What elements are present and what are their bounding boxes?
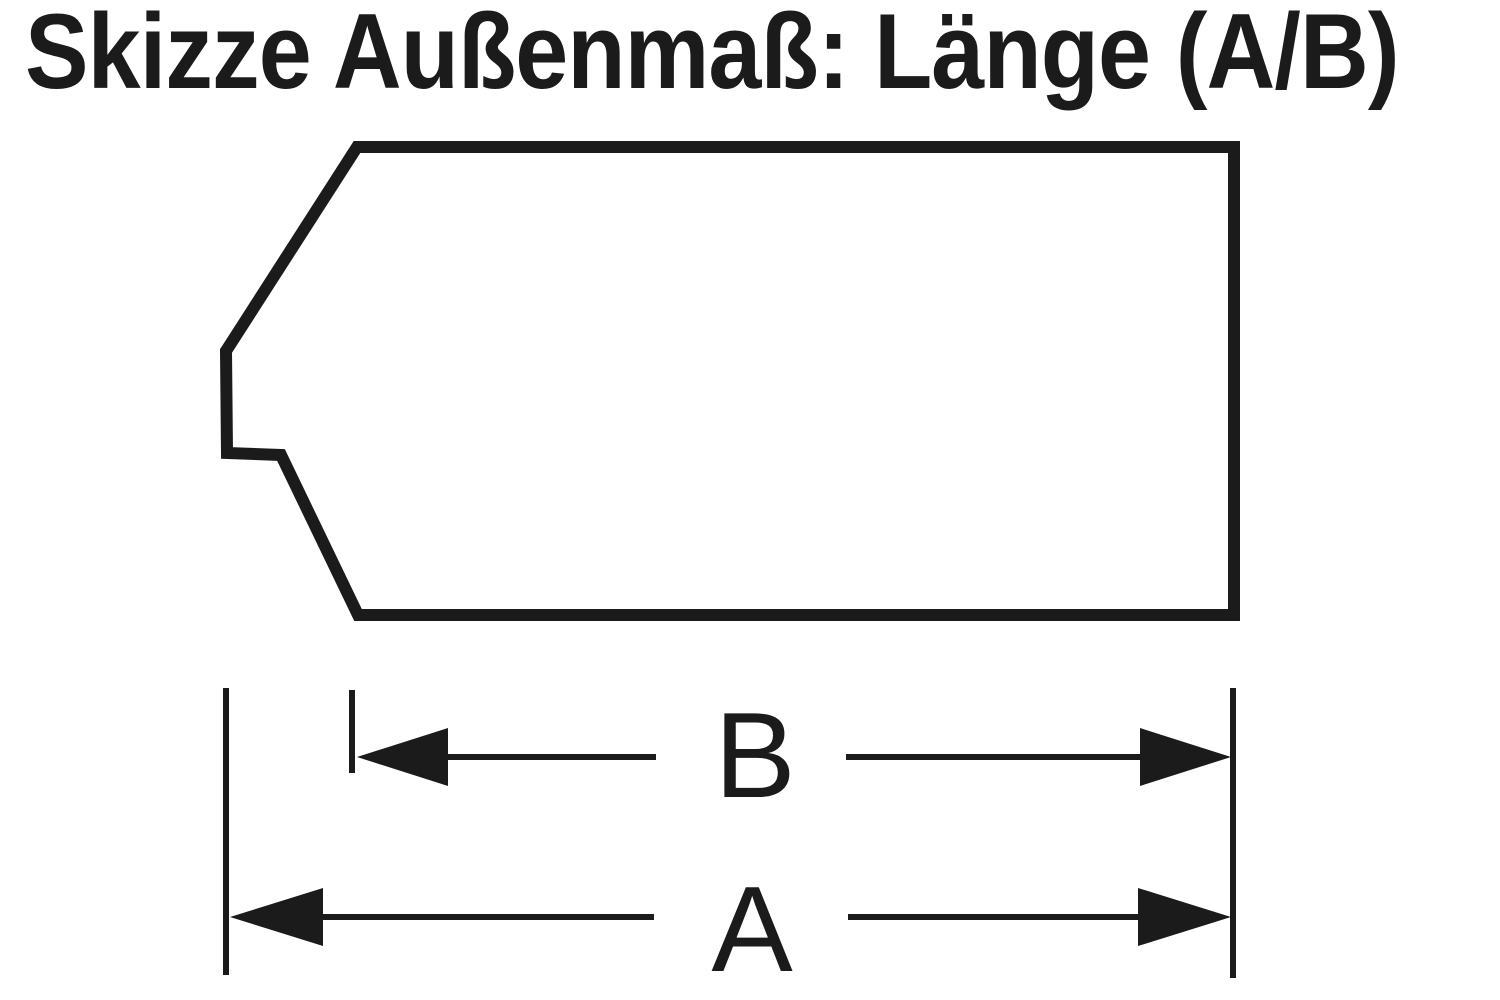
dim-label-b: B [714, 687, 795, 823]
arrowhead-b-left [357, 728, 448, 786]
arrowhead-b-right [1140, 728, 1231, 786]
dim-label-a: A [711, 861, 793, 997]
arrowhead-a-left [230, 888, 323, 946]
bin-profile-outline [219, 141, 1240, 621]
diagram-title: Skizze Außenmaß: Länge (A/B) [25, 0, 1400, 111]
arrowhead-a-right [1138, 888, 1231, 946]
